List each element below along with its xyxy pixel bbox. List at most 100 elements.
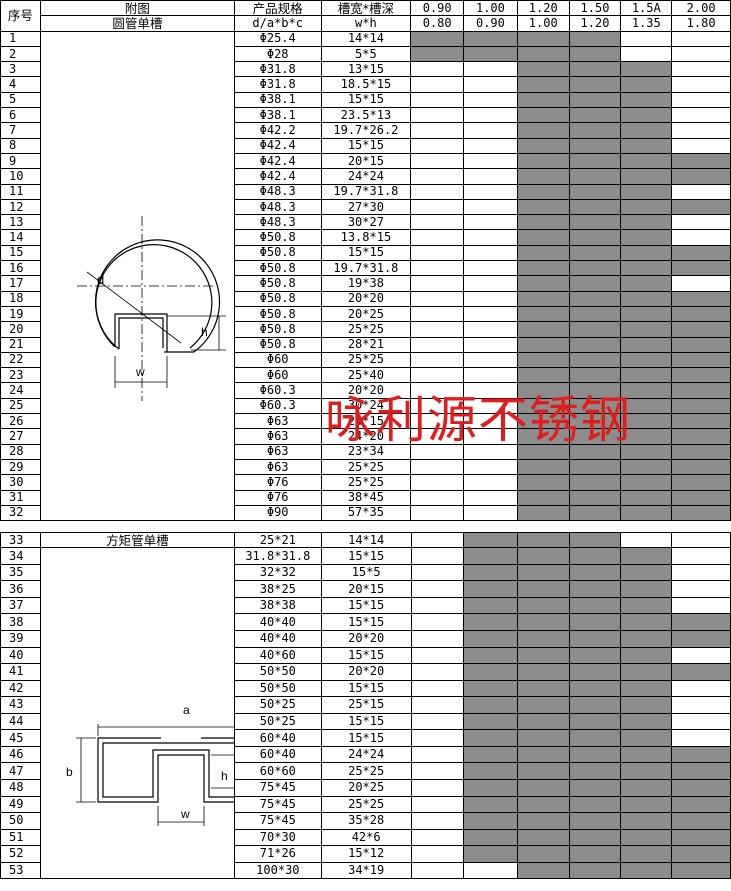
availability-filled (568, 413, 622, 430)
availability-filled (620, 321, 673, 338)
slot-cell: 19.7*26.2 (320, 122, 412, 139)
availability-filled (463, 646, 518, 665)
availability-filled (620, 580, 673, 598)
spec-cell: Φ31.8 (233, 61, 322, 78)
availability-filled (463, 663, 518, 681)
availability-filled (516, 183, 570, 200)
spec-cell: Φ50.8 (233, 290, 322, 307)
availability-empty (410, 646, 465, 665)
availability-filled (516, 382, 570, 399)
availability-empty (410, 305, 465, 323)
availability-empty (410, 275, 465, 292)
availability-filled (568, 91, 622, 109)
availability-empty (463, 137, 518, 154)
availability-filled (568, 712, 622, 731)
availability-empty (410, 91, 465, 109)
availability-filled (620, 413, 673, 430)
availability-empty (410, 290, 465, 307)
availability-filled (568, 745, 622, 764)
availability-filled (568, 458, 622, 476)
availability-empty (410, 630, 465, 648)
slot-cell: 19*38 (320, 275, 412, 292)
availability-filled (620, 795, 673, 814)
availability-filled (568, 260, 622, 277)
spec-cell: 70*30 (233, 828, 322, 847)
availability-filled (671, 168, 731, 185)
availability-filled (671, 745, 731, 764)
availability-empty (410, 183, 465, 200)
availability-filled (517, 778, 570, 797)
availability-filled (620, 845, 673, 863)
availability-filled (516, 290, 570, 307)
availability-filled (516, 305, 570, 323)
spec-cell: Φ38.1 (233, 91, 322, 109)
availability-empty (410, 351, 465, 369)
availability-filled (568, 229, 622, 246)
availability-empty (671, 229, 731, 246)
availability-filled (568, 45, 622, 63)
slot-cell: 24*24 (320, 168, 412, 185)
row-number: 35 (0, 563, 41, 582)
availability-filled (620, 474, 673, 491)
thickness-top: 0.90 (410, 0, 465, 17)
slot-cell: 42*6 (320, 828, 412, 847)
availability-filled (671, 244, 731, 262)
slot-cell: 38*45 (320, 489, 412, 506)
availability-filled (620, 613, 673, 632)
availability-empty (671, 214, 731, 231)
diagram-label-d: d (97, 272, 104, 287)
availability-empty (671, 137, 731, 154)
row-number: 10 (0, 168, 41, 185)
slot-cell: 15*15 (320, 712, 412, 731)
spec-cell: Φ50.8 (233, 244, 322, 262)
slot-cell: 35*28 (320, 812, 412, 830)
row-number: 22 (0, 351, 41, 369)
slot-cell: 15*15 (320, 613, 412, 632)
availability-filled (671, 351, 731, 369)
availability-filled (568, 428, 622, 445)
availability-filled (463, 547, 518, 565)
availability-filled (671, 504, 731, 522)
row-number: 36 (0, 580, 41, 598)
seq-header: 序号 (0, 0, 41, 32)
slot-cell: 15*15 (320, 596, 412, 615)
availability-filled (671, 198, 731, 216)
availability-filled (568, 336, 622, 353)
availability-filled (620, 229, 673, 246)
availability-filled (463, 630, 518, 648)
availability-empty (410, 679, 465, 698)
availability-filled (463, 778, 518, 797)
availability-filled (620, 107, 673, 124)
row-number: 9 (0, 152, 41, 170)
availability-empty (410, 397, 465, 415)
availability-empty (463, 198, 518, 216)
slot-cell: 24*15 (320, 413, 412, 430)
availability-filled (620, 61, 673, 78)
availability-empty (410, 229, 465, 246)
header-row-1: 序号 附图 产品规格 槽宽*槽深 0.90 1.00 1.20 1.50 1.5… (0, 0, 731, 32)
square-tube-slot-diagram: a b h w (66, 703, 234, 827)
availability-filled (568, 305, 622, 323)
availability-filled (620, 696, 673, 714)
row-number: 19 (0, 305, 41, 323)
slot-cell: 34*19 (320, 861, 412, 880)
availability-filled (517, 845, 570, 863)
availability-empty (463, 474, 518, 491)
availability-filled (463, 845, 518, 863)
availability-filled (517, 630, 570, 648)
spec-cell: Φ63 (233, 428, 322, 445)
row-number: 38 (0, 613, 41, 632)
availability-filled (620, 443, 673, 460)
slot-cell: 20*20 (320, 663, 412, 681)
